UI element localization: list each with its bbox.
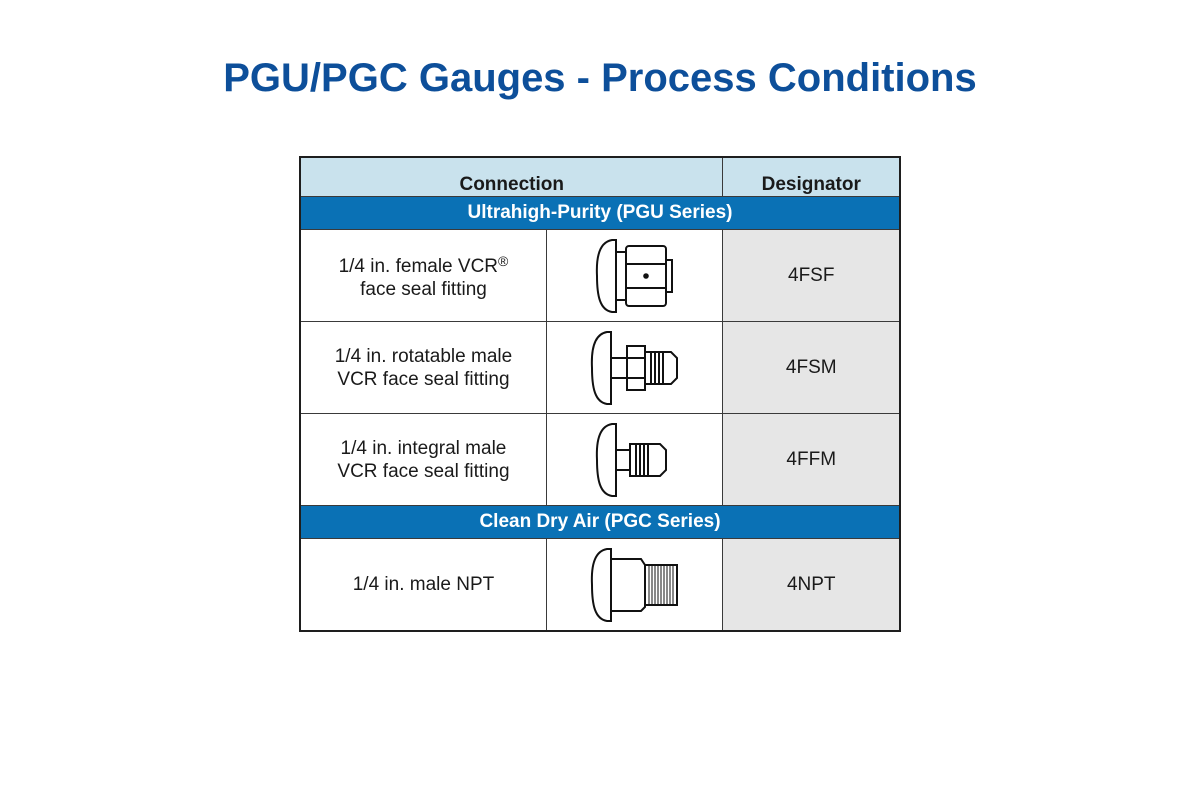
table-row: 1/4 in. integral male VCR face seal fitt… <box>299 413 901 506</box>
integral-male-vcr-fitting-icon <box>595 422 667 497</box>
section-label: Ultrahigh-Purity (PGU Series) <box>299 196 901 230</box>
designator-value: 4FSF <box>722 229 901 322</box>
header-connection: Connection <box>299 156 724 197</box>
fitting-image-cell <box>545 229 724 322</box>
table-row: 1/4 in. female VCR® face seal fitting 4F… <box>299 229 901 322</box>
connection-description: 1/4 in. male NPT <box>299 538 547 632</box>
table-row: 1/4 in. male NPT 4NPT <box>299 538 901 632</box>
fitting-image-cell <box>545 321 724 414</box>
section-row-pgu: Ultrahigh-Purity (PGU Series) <box>299 196 901 230</box>
header-designator: Designator <box>722 156 901 197</box>
connection-description: 1/4 in. integral male VCR face seal fitt… <box>299 413 547 506</box>
female-vcr-fitting-icon <box>595 238 673 313</box>
table-header-row: Connection Designator <box>299 156 901 197</box>
fitting-image-cell <box>545 413 724 506</box>
section-row-pgc: Clean Dry Air (PGC Series) <box>299 505 901 539</box>
process-conditions-table: Connection Designator Ultrahigh-Purity (… <box>299 156 901 632</box>
connection-description: 1/4 in. rotatable male VCR face seal fit… <box>299 321 547 414</box>
section-label: Clean Dry Air (PGC Series) <box>299 505 901 539</box>
page-title: PGU/PGC Gauges - Process Conditions <box>223 56 977 100</box>
table-row: 1/4 in. rotatable male VCR face seal fit… <box>299 321 901 414</box>
fitting-image-cell <box>545 538 724 632</box>
designator-value: 4FSM <box>722 321 901 414</box>
designator-value: 4NPT <box>722 538 901 632</box>
connection-description: 1/4 in. female VCR® face seal fitting <box>299 229 547 322</box>
rotatable-male-vcr-fitting-icon <box>590 330 678 405</box>
designator-value: 4FFM <box>722 413 901 506</box>
male-npt-fitting-icon <box>590 547 678 622</box>
